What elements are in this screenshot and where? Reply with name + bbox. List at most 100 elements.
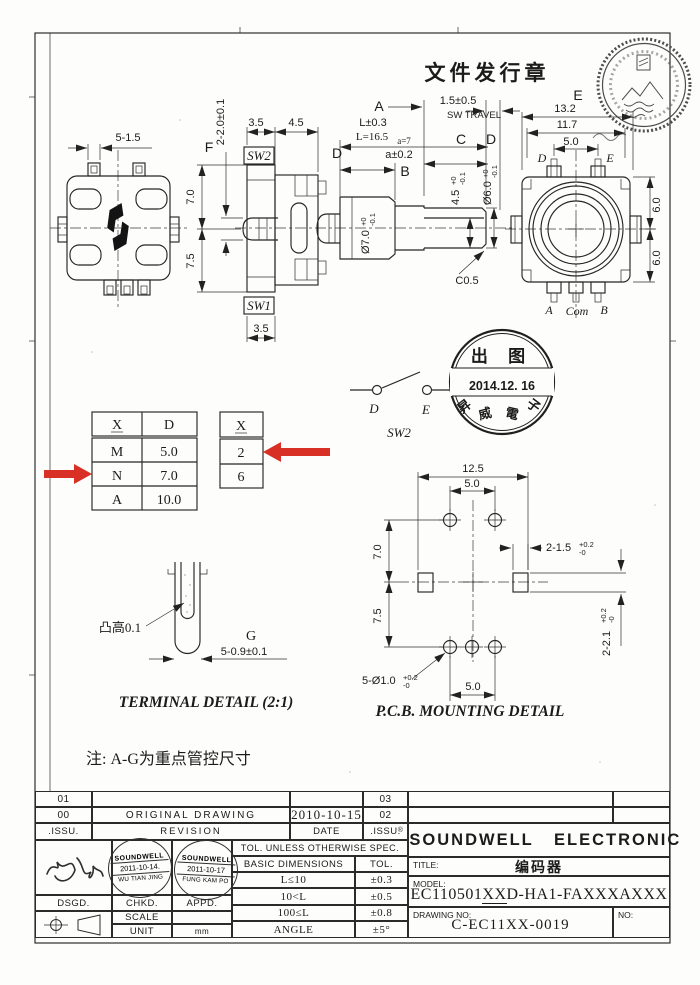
pcb-detail: 12.5 5.0 7.0 7.5 2-1.5 +0.2 -0 2-2.1 +0.… [362, 463, 626, 720]
projection-symbol-icon [43, 913, 100, 936]
dim-pcb-70: 7.0 [372, 544, 384, 559]
model-row: MODEL: EC110501XXD-HA1-FAXXXAXXX [408, 876, 670, 907]
svg-text:+0: +0 [359, 217, 368, 226]
svg-text:-0.1: -0.1 [458, 172, 467, 185]
stamp-char: 威 [477, 405, 493, 423]
sheet-frame [29, 27, 676, 944]
svg-text:-0: -0 [607, 616, 616, 623]
appd-label: APPD. [172, 895, 232, 911]
tol-value: ±5° [355, 921, 408, 938]
revision-desc-empty [408, 807, 613, 823]
dim-rv-132: 13.2 [554, 103, 575, 115]
stamp-char: 電 [504, 405, 520, 423]
terminal-com-label: Com [566, 304, 589, 318]
x-cell: 2 [238, 446, 245, 461]
letter-d2: D [486, 131, 496, 147]
dim-a-val: a=7 [397, 136, 411, 146]
revision-desc [92, 791, 290, 807]
svg-text:+0.2: +0.2 [599, 608, 608, 623]
doc-stamp-title: 文件发行章 [425, 61, 550, 85]
terminal-e-label: E [605, 151, 614, 165]
terminal-d-label: D [537, 151, 547, 165]
xd-cell: 7.0 [160, 469, 178, 484]
tol-basic-dim-header: BASIC DIMENSIONS [232, 856, 355, 872]
stamp-date: 2014.12. 16 [469, 379, 535, 393]
red-arrow-right-icon [44, 464, 92, 484]
dim-pcb-50b: 5.0 [465, 681, 480, 693]
tol-col-header: TOL. [355, 856, 408, 872]
xd-cell: 5.0 [160, 445, 178, 460]
front-view: 5-1.5 [50, 132, 190, 308]
revision-date-empty [613, 791, 670, 807]
dim-pcb-50t: 5.0 [464, 478, 479, 490]
chkd-stamp-cell [112, 840, 172, 895]
svg-text:2-1.5: 2-1.5 [546, 542, 571, 554]
stamp-title: 出 图 [471, 346, 533, 366]
drawing-no-label: DRAWING NO: [413, 910, 472, 920]
dim-rv-60a: 6.0 [651, 197, 663, 212]
stamp-name: FUNG KAM PO [182, 875, 229, 886]
svg-text:-0.1: -0.1 [490, 165, 499, 178]
revision-date: 2010-10-15 [290, 807, 363, 823]
red-arrow-left-icon [263, 442, 330, 462]
letter-a: A [374, 98, 384, 114]
tol-range: 100≤L [232, 905, 355, 921]
dim-sw1-pitch: 3.5 [253, 323, 268, 335]
terminal-b-label: B [600, 303, 608, 317]
title-row: TITLE: 编码器 [408, 857, 670, 876]
svg-text:5-Ø1.0: 5-Ø1.0 [362, 675, 396, 687]
model-underlined: XX [482, 886, 507, 904]
terminal-a-label: A [544, 303, 553, 317]
dim-rv-60b: 6.0 [651, 250, 663, 265]
unit-value: mm [172, 924, 232, 938]
model-suffix: D-HA1-FAXXXAXXX [506, 886, 668, 903]
x-table: X 2 6 [219, 411, 264, 489]
xd-table: X D M 5.0 N 7.0 A 10.0 [91, 411, 198, 511]
xd-header-d: D [164, 418, 174, 433]
no-label: NO: [618, 910, 634, 920]
revision-desc: ORIGINAL DRAWING [92, 807, 290, 823]
x-cell: 6 [238, 470, 245, 485]
svg-text:-0.1: -0.1 [368, 213, 377, 226]
dim-45: 4.5 [288, 117, 303, 129]
svg-text:+0.2: +0.2 [579, 540, 594, 549]
xd-cell: A [112, 493, 123, 508]
svg-text:Ø7.0: Ø7.0 [360, 230, 372, 254]
company-seal [592, 37, 692, 141]
svg-text:+0.2: +0.2 [403, 673, 418, 682]
dim-pcb-75: 7.5 [372, 608, 384, 623]
revision-issu-no: 03 [363, 791, 408, 807]
revision-issu-no: 02 [363, 807, 408, 823]
chamfer-c05: C0.5 [455, 275, 478, 287]
handwritten-signature [45, 856, 104, 882]
tol-value: ±0.5 [355, 888, 408, 905]
xd-cell: M [111, 445, 124, 460]
terminal-detail: 凸高0.1 G 5-0.9±0.1 TERMINAL DETAIL (2:1) [99, 562, 293, 711]
xd-cell: 10.0 [157, 493, 182, 508]
sw2-schematic: D E SW2 [350, 371, 452, 440]
dsgd-label: DSGD. [35, 895, 112, 911]
dim-front-pins: 5-1.5 [115, 132, 140, 144]
tol-range: L≤10 [232, 872, 355, 888]
dim-rv-50: 5.0 [563, 136, 578, 148]
letter-d-dim: D [332, 145, 342, 161]
title-block: 01 03 00 ORIGINAL DRAWING 2010-10-15 02 … [35, 791, 679, 938]
xd-header-x: X [112, 418, 122, 433]
company-name: SOUNDWELL ELECTRONIC [409, 830, 682, 849]
letter-b: B [400, 163, 409, 179]
scale-value [172, 911, 232, 924]
dim-pcb-221: 2-2.1 +0.2 -0 [599, 608, 616, 656]
sw1-label: SW1 [247, 298, 271, 313]
svg-text:-0: -0 [579, 548, 586, 557]
no-cell: NO: [613, 907, 670, 938]
revision-footer-issu: .ISSU. [363, 823, 408, 840]
terminal-callout: 凸高0.1 [99, 620, 141, 635]
dim-travel-label: SW TRAVEL [447, 110, 501, 121]
dim-terminal: 5-0.9±0.1 [221, 646, 267, 658]
dim-35: 3.5 [248, 117, 263, 129]
designer-signature-cell [35, 840, 112, 895]
revision-footer-date: DATE [290, 823, 363, 840]
dim-c45: 4.5 +0 -0.1 [449, 172, 467, 205]
